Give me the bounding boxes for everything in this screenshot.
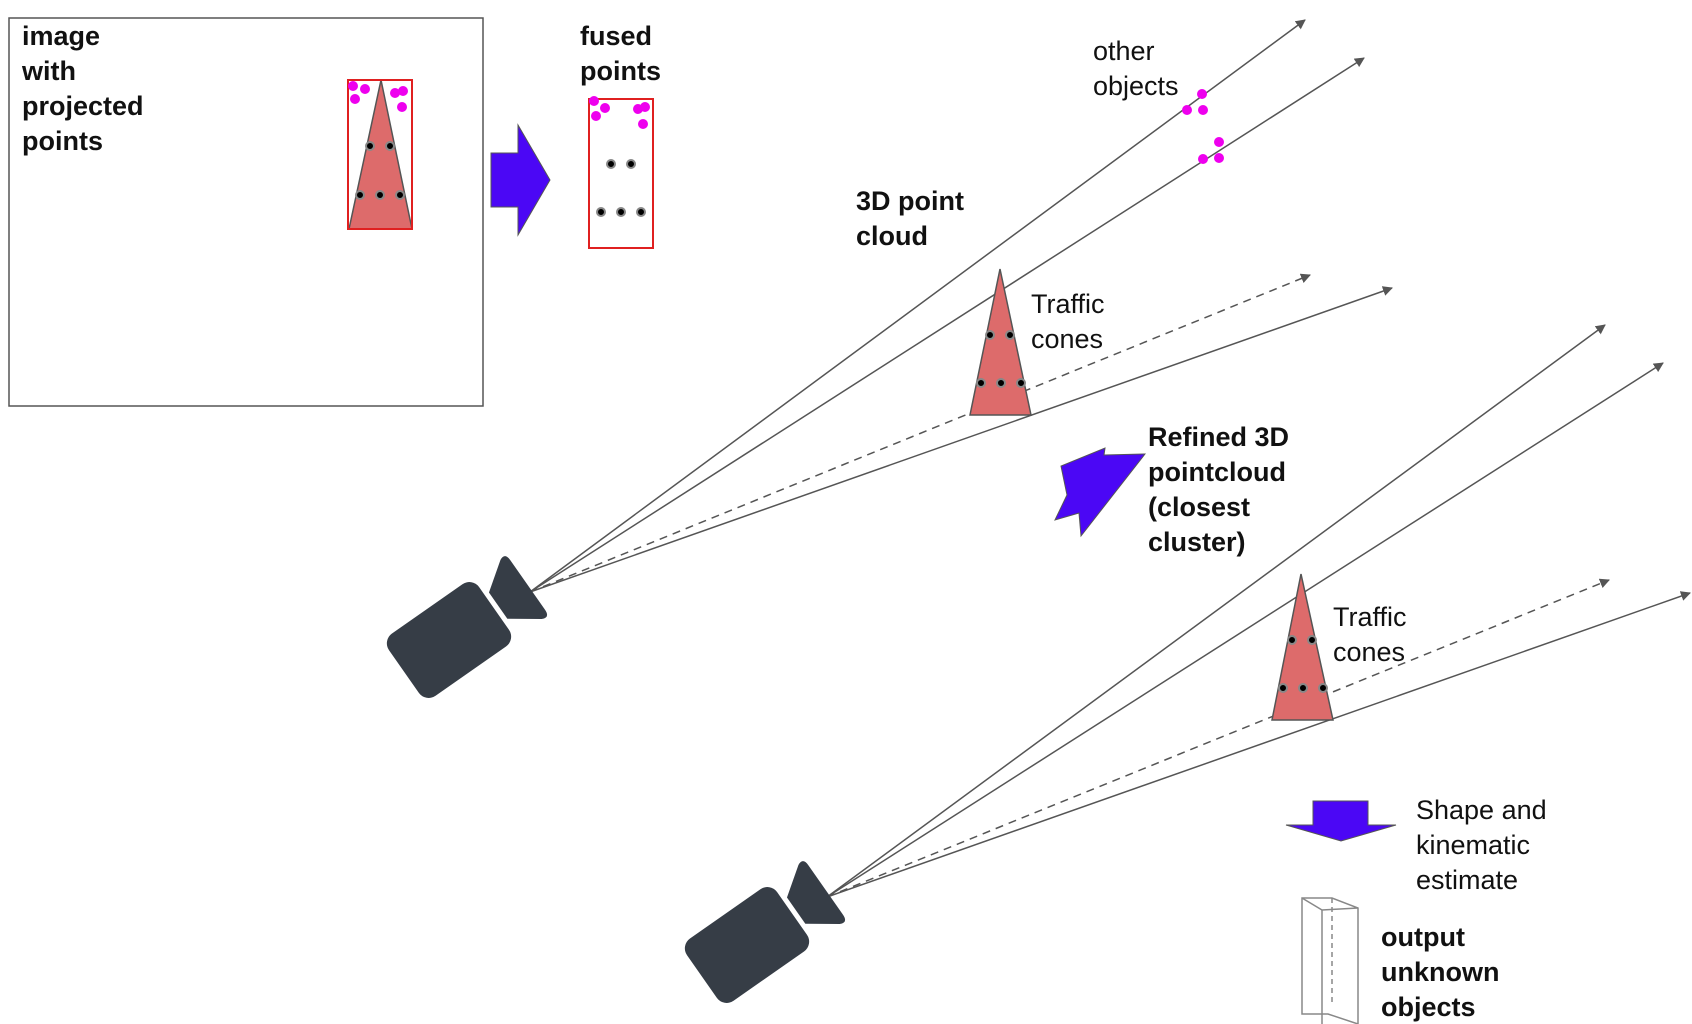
- traffic-cones-label-lower: Traffic cones: [1333, 602, 1414, 667]
- projected-points-magenta: [348, 81, 408, 112]
- image-panel: image with projected points: [8, 17, 484, 407]
- bounding-box-icon: [588, 98, 654, 249]
- bounding-box-icon: [347, 79, 413, 230]
- other-objects-label: other objects: [1093, 36, 1179, 101]
- camera-icon: [684, 861, 846, 1003]
- camera-rays-lower: [826, 324, 1691, 898]
- traffic-cone-icon: [1271, 573, 1334, 721]
- lower-scene: Traffic cones: [684, 324, 1691, 1003]
- block-arrow-icon: [490, 123, 551, 237]
- block-arrow-icon: [1285, 800, 1397, 842]
- point-cloud-label: 3D point cloud: [856, 186, 972, 251]
- output-objects-label: output unknown objects: [1381, 922, 1507, 1022]
- projected-points-black: [355, 141, 405, 200]
- upper-scene: other objects 3D point cloud Traffic con…: [386, 19, 1393, 698]
- cone-points-lower: [1278, 635, 1328, 693]
- cone-points-upper: [976, 330, 1026, 388]
- fused-points-black: [596, 159, 646, 217]
- camera-icon: [386, 556, 548, 698]
- traffic-cones-label-upper: Traffic cones: [1031, 289, 1112, 354]
- block-arrow-icon: [1054, 447, 1147, 538]
- bounding-cuboid-icon: [1301, 897, 1359, 1024]
- camera-rays-upper: [529, 19, 1393, 593]
- fused-points-panel: fused points: [580, 21, 661, 249]
- refined-pointcloud-label: Refined 3D pointcloud (closest cluster): [1148, 422, 1297, 557]
- shape-estimate-label: Shape and kinematic estimate: [1416, 795, 1554, 895]
- other-object-points: [1182, 89, 1224, 164]
- traffic-cone-icon: [969, 268, 1032, 416]
- fused-points-label: fused points: [580, 21, 661, 86]
- fused-points-magenta: [589, 96, 650, 129]
- image-panel-label: image with projected points: [21, 21, 151, 156]
